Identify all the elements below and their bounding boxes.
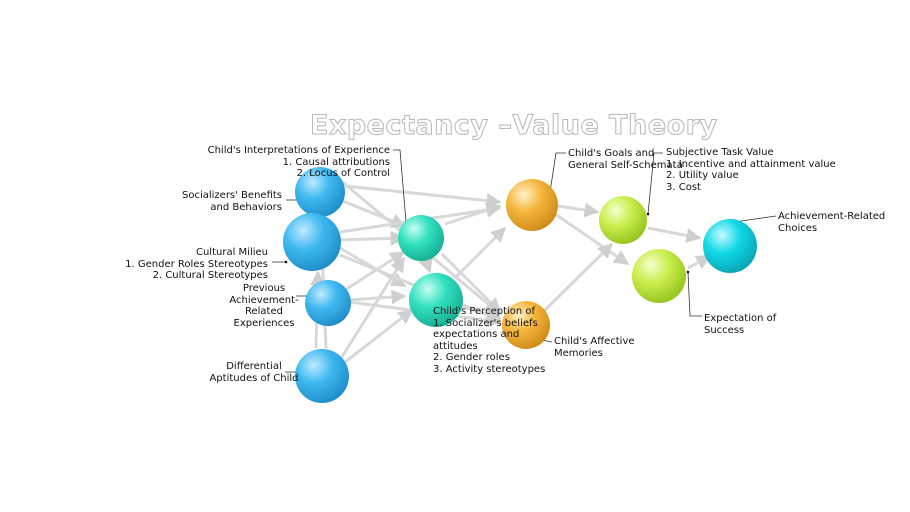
callout-expectation [686,270,702,317]
arrow [557,202,600,218]
arrow [459,304,502,322]
label-line: Subjective Task Value [666,147,774,158]
node-socializer-beliefs [398,215,444,261]
label-line: Memories [554,347,603,359]
label-line: attitudes [433,340,478,352]
label-line: Child's Affective [554,336,635,347]
label-line: Aptitudes of Child [209,372,299,384]
label-line: 1. Gender Roles Stereotypes [125,258,268,270]
label-line: expectations and [433,329,520,341]
label-line: 2. Locus of Control [296,168,390,180]
concept-nodes [283,167,757,403]
arrow [337,230,406,246]
node-cultural-milieu [283,213,341,271]
callout-choices [732,215,777,224]
arrow [440,252,502,314]
arrow [554,212,630,266]
label-line: Achievement- [229,294,299,306]
callout-goals [548,152,566,194]
arrow [543,242,614,312]
node-child-perception [409,273,463,327]
label-line: Experiences [233,317,295,329]
label-line: Child's Interpretations of Experience [207,145,390,156]
node-interpretations-of-experience [295,167,345,217]
label-line: Socializers' Benefits [181,190,282,201]
label-line: Achievement-Related [778,211,886,222]
node-affective-memories [502,301,550,349]
label-line: 3. Cost [666,181,701,193]
callout-taskvalue [646,152,663,216]
label-line: Differential [226,361,282,372]
label-line: Child's Perception of [433,306,536,317]
label-line: Success [704,324,745,336]
label-line: 2. Gender roles [433,352,510,364]
label-line: Cultural Milieu [195,247,268,258]
node-achievement-choices [703,219,757,273]
node-goals-self-schemata [506,179,558,231]
arrow [647,226,702,243]
label-line: Previous [242,283,286,294]
arrow [444,203,502,226]
diagram-title: Expectancy –Value Theory [310,110,718,142]
label-line: 2. Cultural Stereotypes [152,270,268,282]
label-line: 3. Activity stereotypes [433,363,546,375]
arrow [344,184,502,209]
label-line: 1. Socializer's beliefs [433,317,538,329]
node-differential-aptitudes [295,349,349,403]
label-line: Child's Goals and [568,148,655,159]
label-line: 2. Utility value [666,170,739,182]
label-line: 1. Causal attributions [282,156,390,168]
node-previous-experiences [305,280,351,326]
label-line: General Self-Schemata [568,159,683,171]
label-line: Expectation of [704,313,777,324]
label-line: Related [245,306,283,318]
label-line: 1. Incentive and attainment value [666,158,836,170]
arrow [338,256,406,361]
callout-interpretations [393,149,408,224]
arrow [453,226,507,280]
arrow [339,308,414,368]
node-expectation-of-success [632,249,686,303]
label-line: Choices [778,222,818,234]
node-subjective-task-value [599,196,647,244]
label-line: and Behaviors [210,201,282,213]
